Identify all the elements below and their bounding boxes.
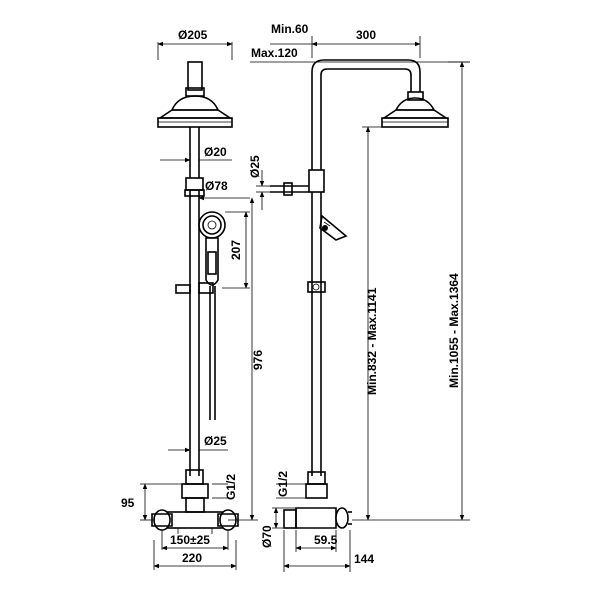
label-range-long: Min.1055 - Max.1364 xyxy=(447,273,461,388)
front-hand-shower xyxy=(175,211,226,420)
side-view: Min.60 Max.120 300 Ø25 Min.832 - Max.114… xyxy=(248,22,470,572)
label-arm-reach: 300 xyxy=(356,28,376,42)
side-holder-arm xyxy=(270,182,348,241)
dim-mixer-depth: 59.5 xyxy=(295,530,338,552)
dim-bar-height: 976 xyxy=(228,197,265,521)
dim-mixer-width: 220 xyxy=(153,540,237,570)
label-mixer-width: 220 xyxy=(182,551,202,565)
label-wall-diameter: Ø70 xyxy=(260,525,274,548)
label-centers: 150±25 xyxy=(170,533,210,547)
side-shower-head xyxy=(381,97,449,128)
dim-head-diameter: Ø205 xyxy=(157,28,233,60)
label-pipe-top: Ø20 xyxy=(204,145,227,159)
dim-handshower-diameter: Ø78 xyxy=(198,179,250,201)
dim-arm: Min.60 Max.120 300 xyxy=(250,22,470,63)
label-pipe-bottom: Ø25 xyxy=(204,434,227,448)
label-connection-front: G1/2 xyxy=(224,474,238,500)
dim-connection-front: G1/2 xyxy=(212,474,238,500)
label-mixer-height: 95 xyxy=(121,496,135,510)
label-bar-height: 976 xyxy=(251,350,265,370)
label-connection-side: G1/2 xyxy=(276,471,290,497)
label-arm-max: Max.120 xyxy=(251,46,298,60)
dim-range-long: Min.1055 - Max.1364 xyxy=(352,61,470,521)
label-mixer-depth: 59.5 xyxy=(314,533,338,547)
dim-mixer-height: 95 xyxy=(121,483,182,521)
dim-pipe-bottom: Ø25 xyxy=(168,434,228,453)
label-arm-min: Min.60 xyxy=(271,22,309,36)
front-shower-head xyxy=(157,61,233,128)
dim-connection-side: G1/2 xyxy=(276,471,306,499)
dim-total-depth: 144 xyxy=(283,530,374,572)
label-total-depth: 144 xyxy=(354,552,374,566)
dim-handshower-length: 207 xyxy=(222,211,250,289)
label-side-pipe: Ø25 xyxy=(248,155,262,178)
front-riser-pipe xyxy=(184,127,205,485)
side-shower-arm xyxy=(311,59,424,170)
label-head-diameter: Ø205 xyxy=(178,28,208,42)
label-handshower-length: 207 xyxy=(229,240,243,260)
side-riser-pipe xyxy=(307,169,326,485)
label-range-short: Min.832 - Max.1141 xyxy=(365,287,379,395)
side-mixer xyxy=(283,483,352,529)
dim-range-short: Min.832 - Max.1141 xyxy=(362,126,382,521)
dim-pipe-top: Ø20 xyxy=(160,145,232,163)
dim-wall-diameter: Ø70 xyxy=(260,507,296,548)
dim-side-pipe: Ø25 xyxy=(248,155,270,210)
label-handshower-diameter: Ø78 xyxy=(205,179,228,193)
dim-centers: 150±25 xyxy=(161,530,229,551)
front-view: Ø205 Ø20 Ø78 207 976 Ø25 xyxy=(121,28,265,570)
